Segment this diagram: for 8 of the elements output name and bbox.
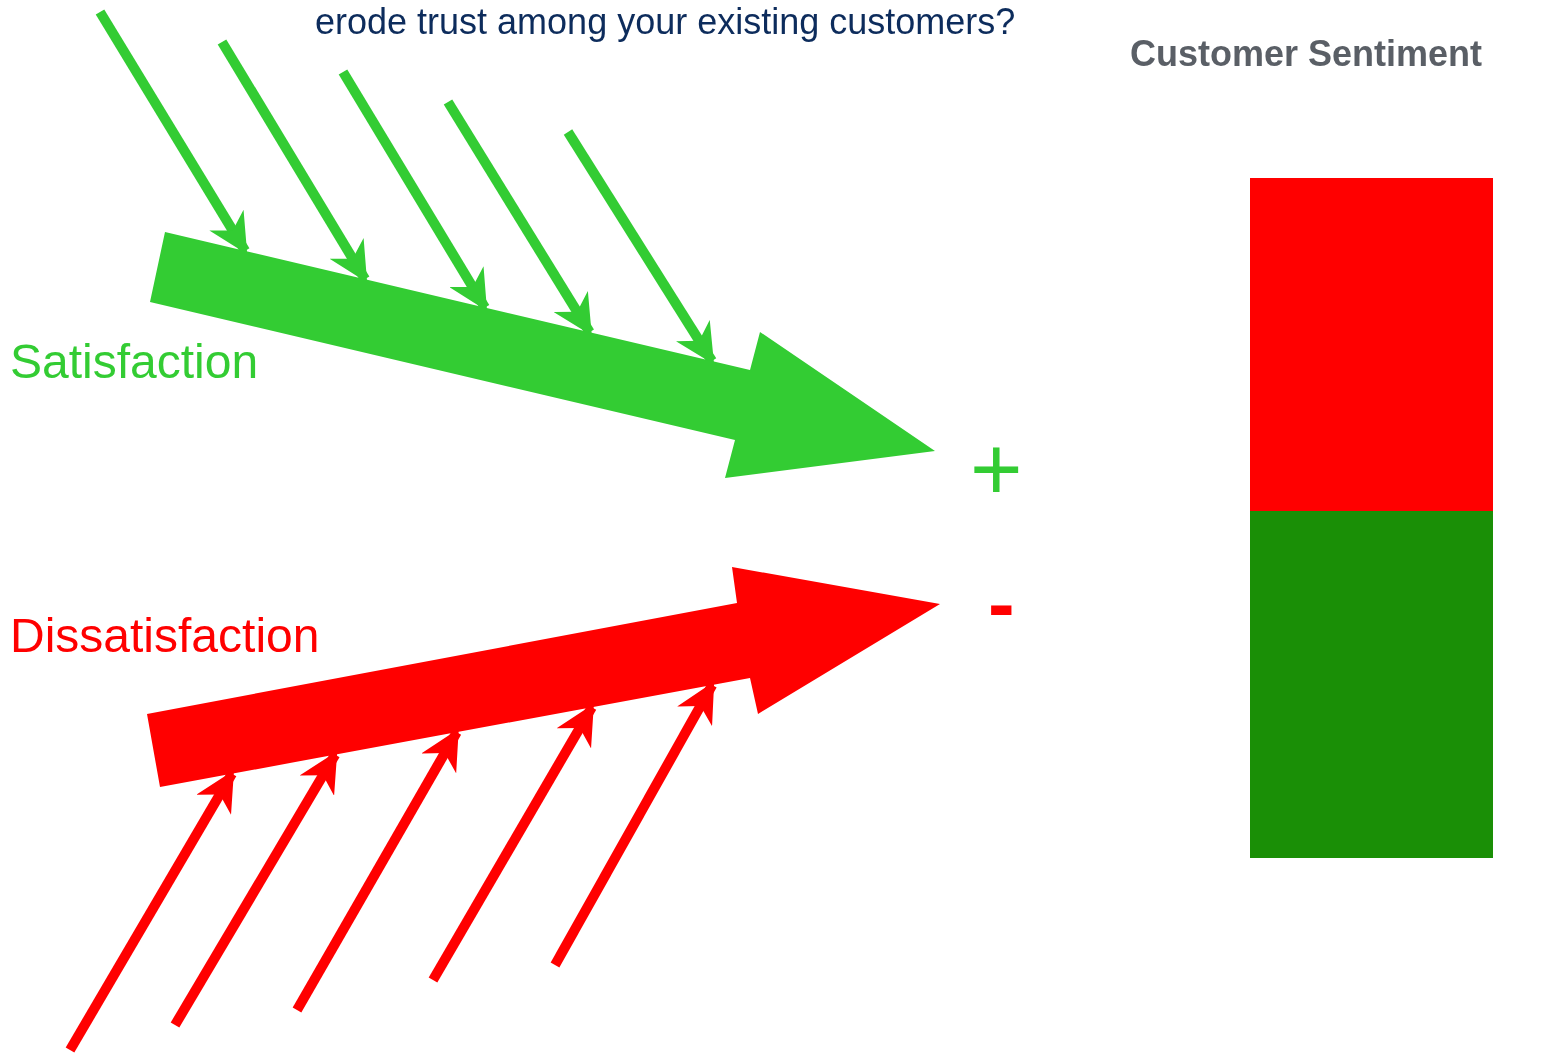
arrow [338,69,490,311]
arrow [217,39,370,283]
minus-sign: - [988,560,1015,648]
chart-title: Customer Sentiment [1130,34,1483,74]
plus-sign: + [970,420,1023,519]
arrow-label: Dissatisfaction [10,610,320,663]
heading: erode trust among your existing customers? [315,2,1016,42]
arrow-label: Satisfaction [10,336,259,389]
